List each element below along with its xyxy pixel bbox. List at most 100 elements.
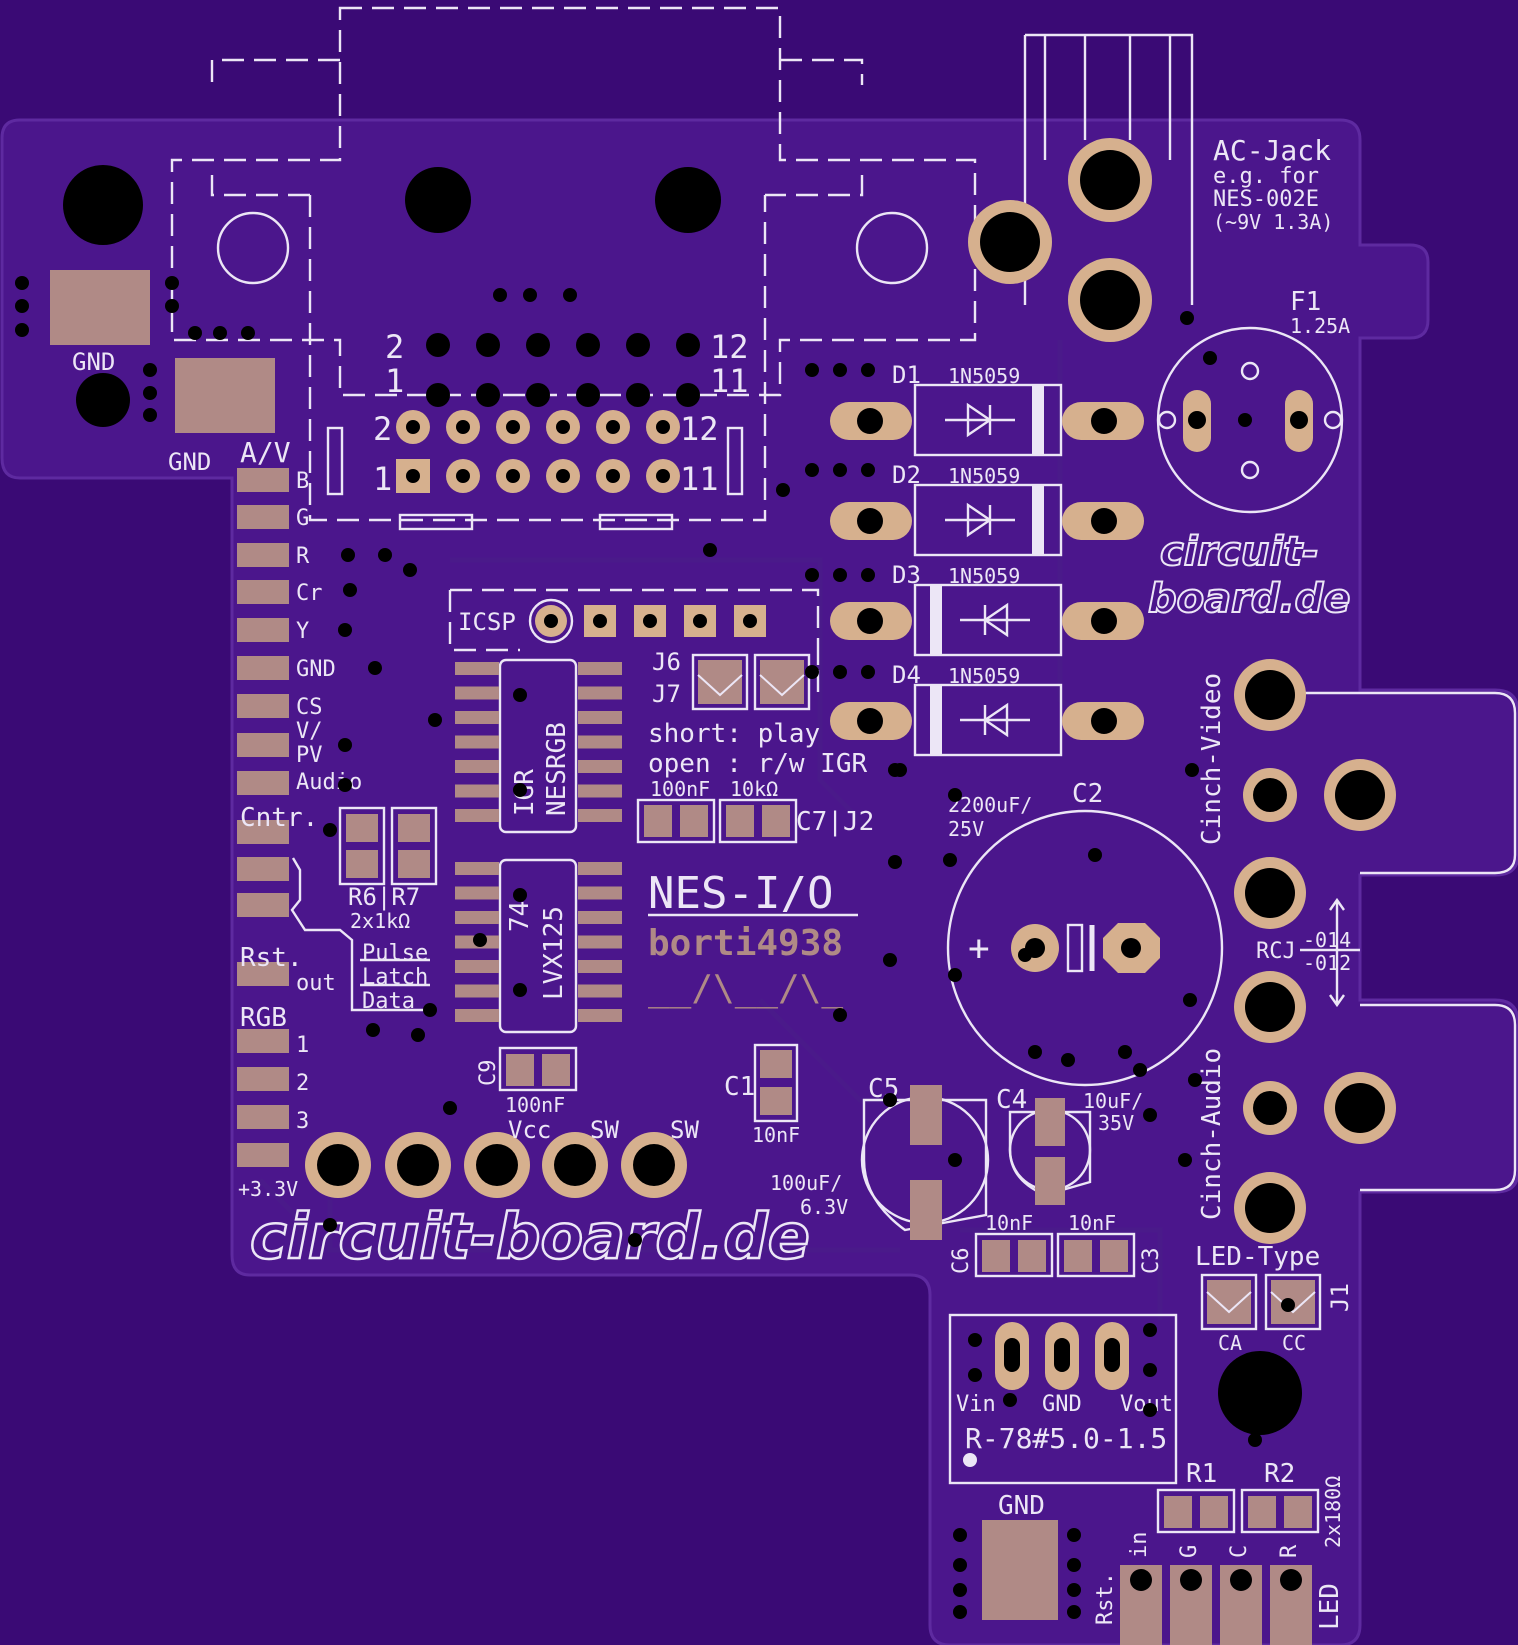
ic-pad	[578, 760, 622, 773]
ic-pad	[578, 784, 622, 798]
logo: circuit-board.de	[250, 1200, 810, 1273]
fuse-label: F1	[1290, 287, 1321, 317]
controller-label: Data	[362, 989, 415, 1014]
header-pin-label: PV	[296, 743, 323, 768]
ic-pad	[578, 862, 622, 875]
header-pin-label: Cr	[296, 581, 323, 606]
icsp-pads	[528, 598, 766, 644]
diode-value: 1N5059	[948, 364, 1020, 388]
j1-label: J1	[1326, 1283, 1354, 1312]
bottom-pads	[305, 1132, 687, 1198]
diode-d1-footprint	[830, 383, 1144, 457]
diode-value: 1N5059	[948, 564, 1020, 588]
ic-label: LVX125	[539, 906, 569, 1000]
header-pad	[237, 618, 289, 642]
header-pin-label: CS	[296, 695, 323, 720]
header-pad	[237, 857, 289, 881]
ic-pad	[455, 686, 499, 700]
connector-vias	[426, 333, 700, 407]
cinch-pads	[1234, 659, 1396, 1244]
gnd-label: GND	[72, 348, 115, 376]
ic-pad	[455, 960, 499, 973]
c2-footprint	[946, 809, 1224, 1087]
silk-mark	[326, 426, 344, 496]
author: borti4938	[648, 923, 843, 964]
c9-value: 100nF	[505, 1093, 565, 1117]
board-outline	[0, 118, 1518, 1645]
c6-value: 10nF	[985, 1211, 1033, 1235]
ic-pad	[578, 886, 622, 900]
header-pad	[237, 820, 289, 844]
jumper-note: open : r/w IGR	[648, 749, 867, 779]
led-pin-label: C	[1227, 1545, 1252, 1558]
diode-d2-footprint	[830, 483, 1144, 557]
cinch-outline	[1300, 691, 1517, 1192]
c2-plus: +	[968, 928, 990, 969]
connector-hole	[405, 167, 471, 233]
diode-value: 1N5059	[948, 664, 1020, 688]
mounting-hole	[1218, 1351, 1302, 1435]
c1-label: C1	[724, 1072, 755, 1102]
header-pin-label: R	[296, 544, 310, 569]
header-pin-label: B	[296, 469, 309, 494]
c4-value: 35V	[1098, 1111, 1134, 1135]
ic-pad	[455, 984, 499, 998]
pad-label: SW	[590, 1116, 619, 1144]
flourish: __/\__/\_	[648, 968, 843, 1009]
ic-pad	[455, 735, 499, 749]
cinch-video-label: Cinch-Video	[1197, 673, 1227, 845]
header-2x6	[396, 410, 680, 493]
ic-pad	[455, 911, 499, 924]
r1-r2-pads	[1156, 1488, 1320, 1534]
regulator-footprint	[948, 1313, 1178, 1485]
jumper-note: short: play	[648, 719, 820, 749]
c6-label: C6	[949, 1248, 974, 1275]
header-pad	[237, 1105, 289, 1129]
led-type-label: LED-Type	[1195, 1242, 1320, 1272]
header-pad	[237, 468, 289, 492]
diode-value: 1N5059	[948, 464, 1020, 488]
controller-label: Pulse	[362, 941, 428, 966]
ic-label: 74	[505, 901, 535, 932]
header-title: A/V	[240, 436, 291, 469]
led-pin-label: R	[1277, 1544, 1302, 1558]
mount-circle	[855, 211, 929, 285]
ic-pad	[578, 735, 622, 749]
igr-ic-footprint	[455, 658, 622, 834]
header-pads	[237, 468, 289, 1167]
led-cc-label: CC	[1282, 1331, 1306, 1355]
ic-pad	[578, 711, 622, 724]
c4-footprint	[1008, 1098, 1092, 1205]
c3-label: C3	[1139, 1248, 1164, 1275]
multiout-connector-outline	[170, 6, 977, 522]
diode-ref: D3	[892, 561, 921, 589]
led-pin-label: G	[1177, 1545, 1202, 1558]
ac-jack-note: (~9V 1.3A)	[1213, 210, 1333, 234]
diode-d4-footprint	[830, 683, 1144, 757]
fuse-value: 1.25A	[1290, 314, 1350, 338]
ic-pad	[578, 1009, 622, 1022]
c9-pads	[498, 1046, 578, 1092]
header-pad	[237, 893, 289, 917]
pad-label: Vcc	[508, 1116, 551, 1144]
header-pad	[237, 505, 289, 529]
r-value: 2x180Ω	[1321, 1476, 1345, 1548]
gnd-pad	[50, 270, 150, 345]
c3-value: 10nF	[1068, 1211, 1116, 1235]
header-pad	[237, 733, 289, 757]
r6-r7-label: R6|R7	[348, 883, 420, 911]
j2-value: 10kΩ	[730, 777, 778, 801]
controller-label: Latch	[362, 965, 428, 990]
controller-lines	[290, 857, 430, 1012]
header-pad	[237, 543, 289, 567]
c2-value: 2200uF/	[948, 793, 1032, 817]
header-pin-label: Audio	[296, 770, 362, 795]
jumper-pads	[691, 653, 811, 711]
ic-pad	[455, 809, 499, 822]
ic-pad	[578, 809, 622, 822]
header-pin-label: 3	[296, 1109, 309, 1134]
header-pin-label: out	[296, 971, 336, 996]
pin-label: 11	[680, 460, 719, 498]
pin-label: 12	[710, 328, 749, 366]
